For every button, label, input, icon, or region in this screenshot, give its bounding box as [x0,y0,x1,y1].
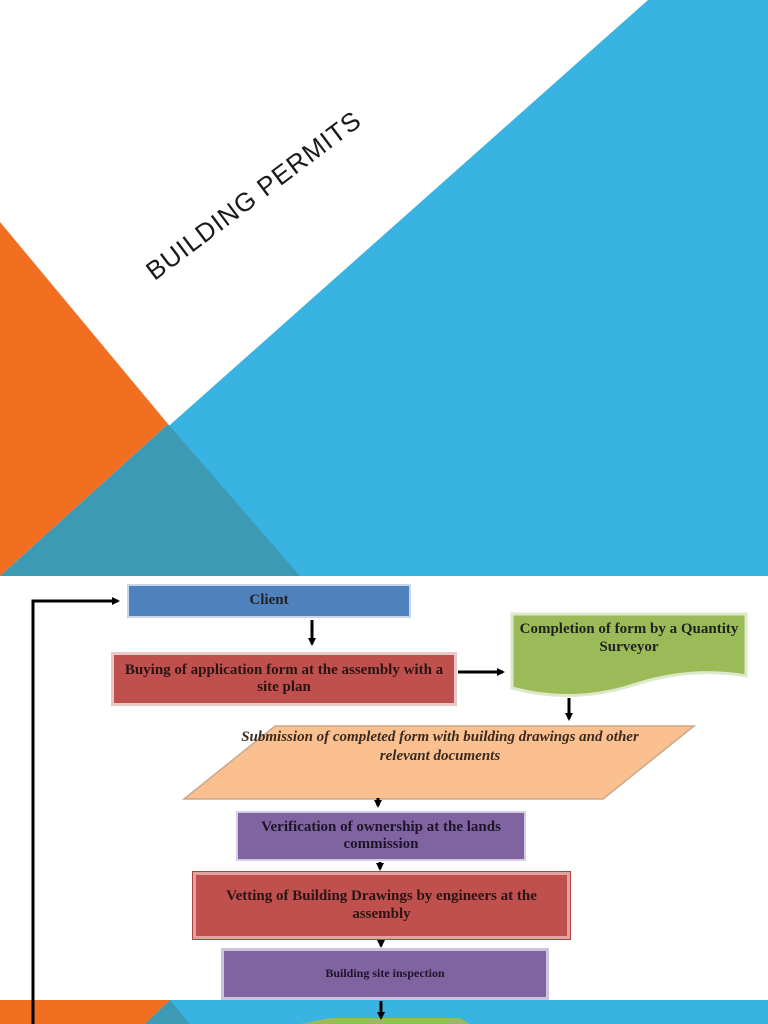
node-submission: Submission of completed form with buildi… [241,729,639,764]
node-vetting: Vetting of Building Drawings by engineer… [192,871,571,940]
node-site-inspection: Building site inspection [221,948,549,1000]
node-buying-application-form: Buying of application form at the assemb… [111,652,457,706]
node-quantity-surveyor: Completion of form by a Quantity Surveyo… [519,621,739,655]
teal-overlap-triangle [0,424,300,576]
node-client: Client [127,584,411,618]
orange-triangle [0,222,168,576]
feedback-loop-arrow [31,597,120,1024]
next-step-shape [300,1018,470,1024]
blue-triangle [0,0,768,576]
slide-background [0,0,768,576]
bottom-teal-strip [145,1000,190,1024]
bottom-blue-strip [145,1000,768,1024]
flowchart-slide: Client Buying of application form at the… [0,576,768,1024]
flowchart-graphics [0,597,768,1024]
title-slide: Building Permits [0,0,768,576]
bottom-orange-strip [0,1000,170,1024]
quantity-surveyor-shape [510,612,748,697]
submission-shape [181,725,697,800]
node-verification: Verification of ownership at the lands c… [236,811,526,861]
